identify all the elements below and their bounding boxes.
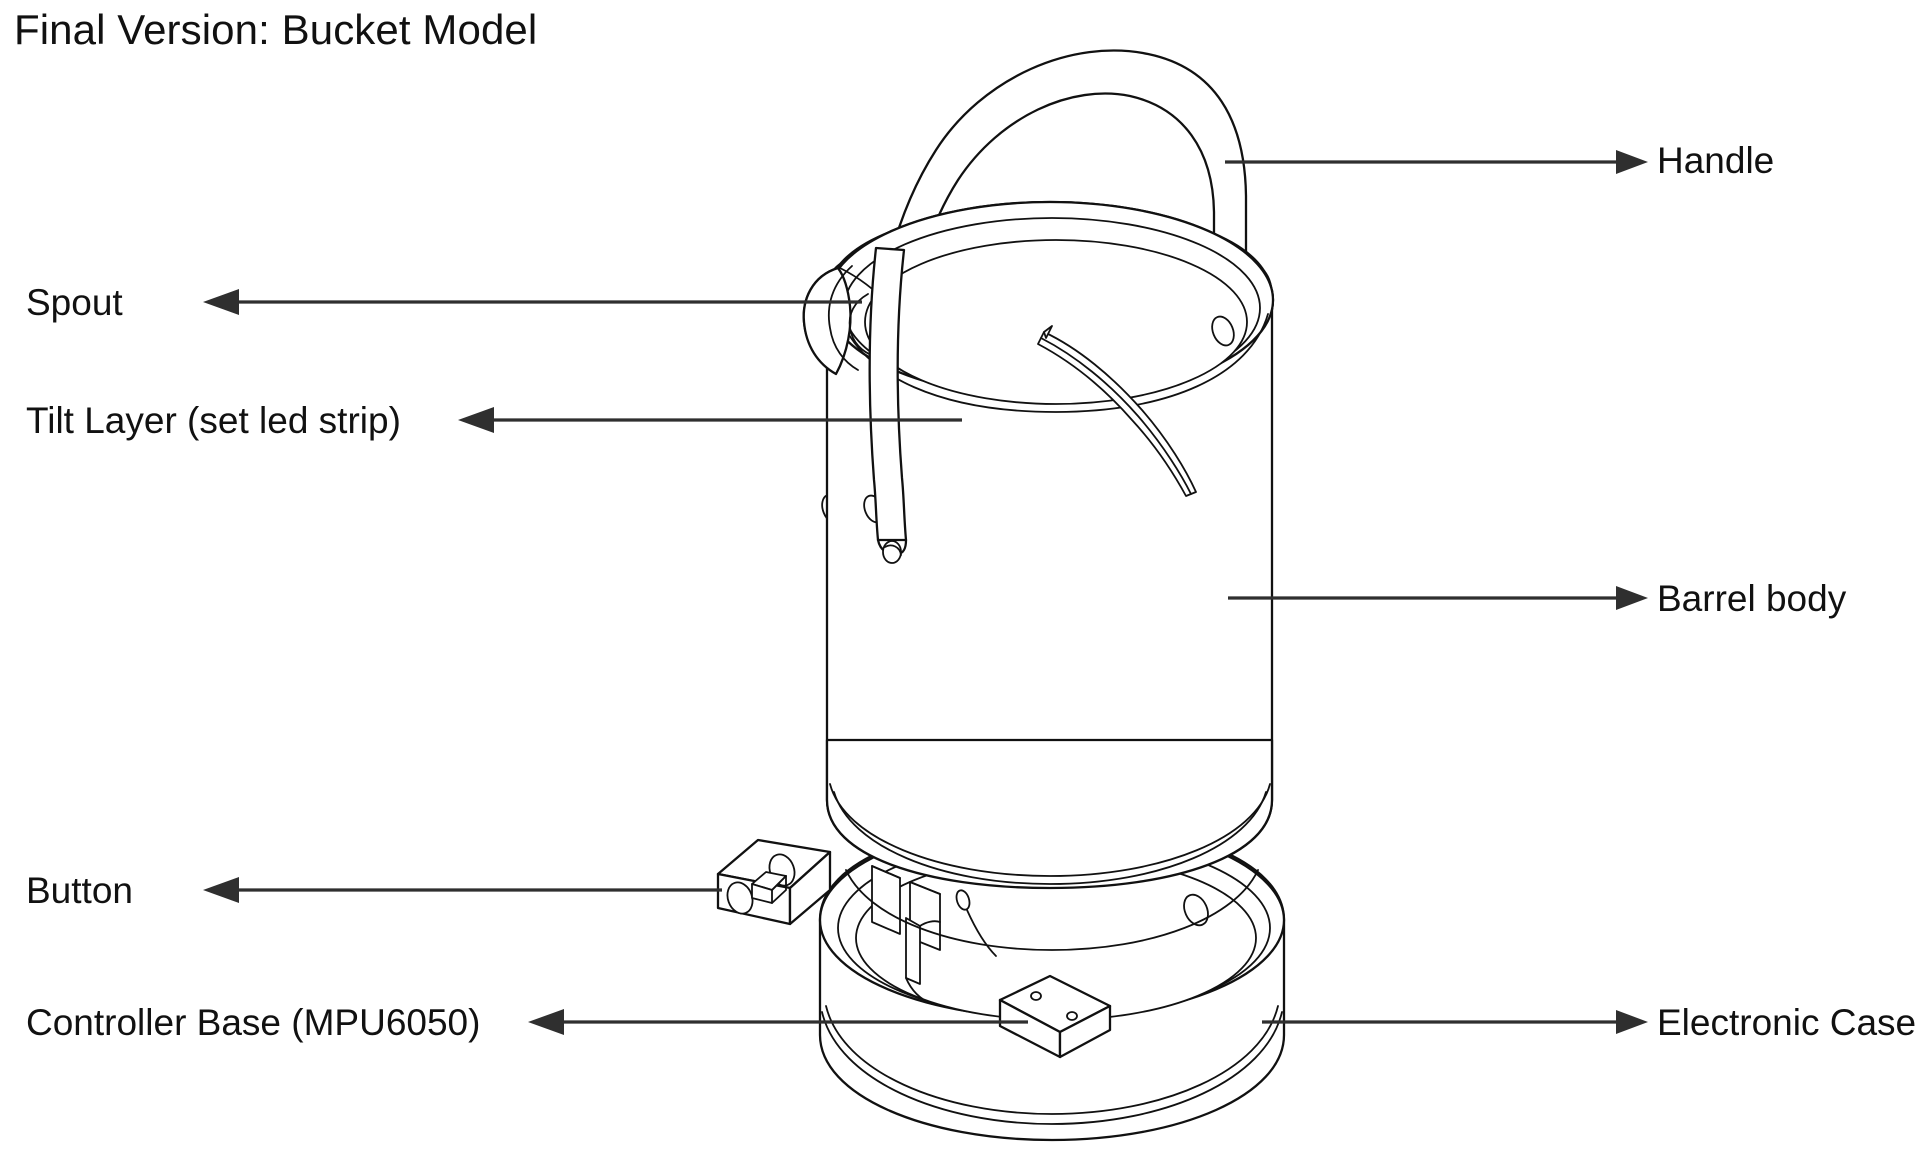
callout-label-tilt-layer: Tilt Layer (set led strip)	[26, 400, 401, 441]
leader-spout	[203, 289, 862, 315]
page-title: Final Version: Bucket Model	[14, 6, 538, 53]
left-arrow-icon	[528, 1009, 564, 1035]
callout-label-electronic-case: Electronic Case	[1657, 1002, 1917, 1043]
right-arrow-icon	[1616, 1010, 1648, 1034]
leader-electronic-case	[1262, 1010, 1648, 1034]
callout-label-barrel-body: Barrel body	[1657, 578, 1847, 619]
handle-overlay	[868, 246, 908, 564]
barrel-body-part	[825, 200, 1275, 890]
leader-handle	[1225, 150, 1648, 174]
leader-barrel-body	[1228, 586, 1648, 610]
leader-controller-base	[528, 1009, 1028, 1035]
left-arrow-icon	[203, 289, 239, 315]
right-arrow-icon	[1616, 586, 1648, 610]
callout-label-controller-base: Controller Base (MPU6050)	[26, 1002, 481, 1043]
callout-label-spout: Spout	[26, 282, 123, 323]
left-arrow-icon	[203, 877, 239, 903]
barrel-bottom-overlay	[825, 738, 1274, 890]
button-module	[716, 838, 832, 926]
barrel-support-tabs	[845, 865, 1259, 1005]
left-arrow-icon	[458, 407, 494, 433]
controller-board-mpu6050	[998, 974, 1112, 1059]
leader-button	[203, 877, 722, 903]
callout-label-button: Button	[26, 870, 133, 911]
right-arrow-icon	[1616, 150, 1648, 174]
callout-label-handle: Handle	[1657, 140, 1775, 181]
leader-tilt-layer	[458, 407, 962, 433]
